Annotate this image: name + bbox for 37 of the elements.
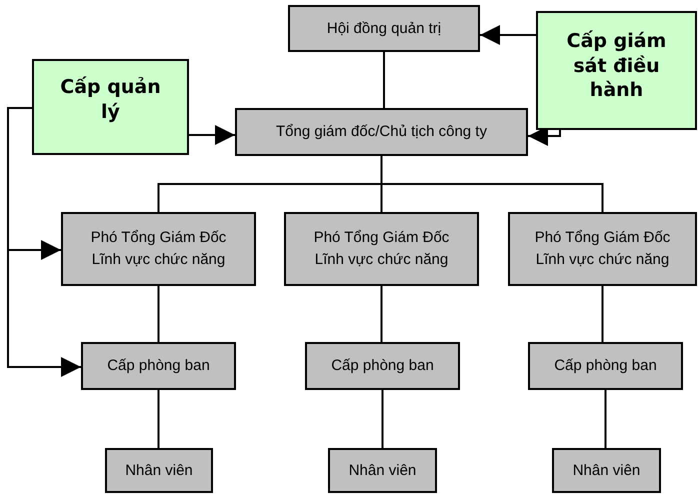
level-box [536,11,697,130]
arrow [480,25,536,45]
org-box [105,448,213,493]
position-label: Cấp phòng ban [554,356,657,376]
org-box [508,212,697,286]
connector-line [158,286,160,342]
position-label: Hội đồng quản trị [326,18,442,39]
connector-line [158,390,160,448]
org-box [284,212,479,286]
connector-line [380,286,382,342]
position-label: Nhân viên [572,460,640,481]
level-label: Cấp giám sát điều hành [566,29,668,104]
org-box [81,342,236,390]
org-box [235,108,528,156]
level-box [32,59,189,155]
connector-line [380,156,604,212]
position-label: Cấp phòng ban [331,356,434,376]
position-label: Nhân viên [348,460,416,481]
position-label: Phó Tổng Giám Đốc Lĩnh vực chức năng [534,228,672,270]
position-label: Phó Tổng Giám Đốc Lĩnh vực chức năng [312,228,450,270]
org-box [528,342,683,390]
position-label: Nhân viên [125,460,193,481]
position-label: Cấp phòng ban [107,356,210,376]
connector-line [602,286,604,342]
org-box [288,5,480,52]
connector-line [604,390,606,448]
org-box [552,448,661,493]
connector-line [382,390,384,448]
position-label: Tổng giám đốc/Chủ tịch công ty [276,122,487,142]
arrow [7,107,81,377]
level-label: Cấp quản lý [59,75,162,124]
org-box [305,342,460,390]
org-box [328,448,437,493]
position-label: Phó Tổng Giám Đốc Lĩnh vực chức năng [90,228,228,270]
arrow [189,125,235,145]
connector-line [383,52,385,108]
org-box [61,212,256,286]
